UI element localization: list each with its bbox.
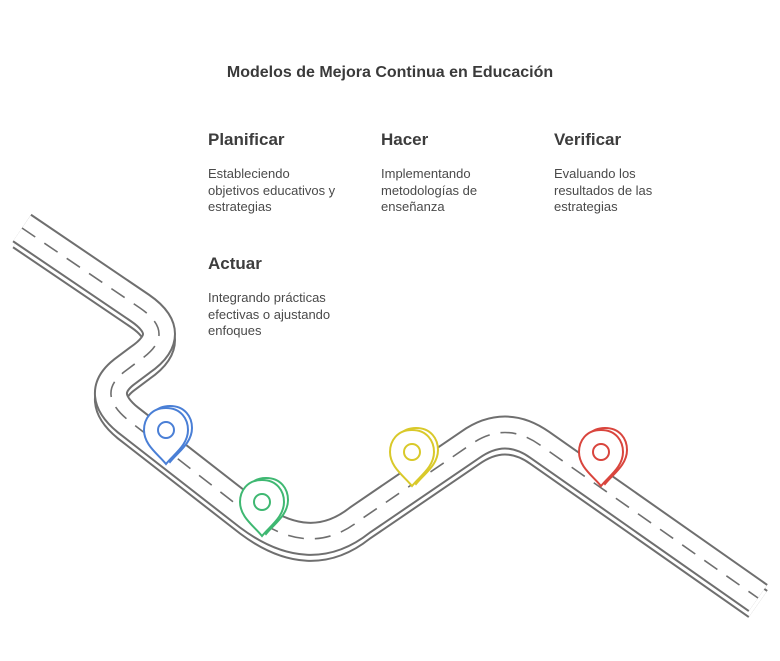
- step-title-hacer: Hacer: [381, 130, 429, 149]
- step-hacer: Hacer Implementando metodologías de ense…: [381, 130, 551, 216]
- step-desc-verificar: Evaluando los resultados de las estrateg…: [554, 166, 653, 214]
- step-planificar: Planificar Estableciendo objetivos educa…: [208, 130, 378, 216]
- step-verificar: Verificar Evaluando los resultados de la…: [554, 130, 724, 216]
- step-title-planificar: Planificar: [208, 130, 285, 149]
- road: [22, 228, 758, 604]
- step-desc-hacer: Implementando metodologías de enseñanza: [381, 166, 478, 214]
- diagram-title: Modelos de Mejora Continua en Educación: [226, 64, 554, 81]
- step-title-verificar: Verificar: [554, 130, 622, 149]
- step-desc-actuar: Integrando prácticas efectivas o ajustan…: [208, 290, 331, 338]
- step-actuar: Actuar Integrando prácticas efectivas o …: [208, 254, 378, 340]
- step-title-actuar: Actuar: [208, 254, 262, 273]
- step-desc-planificar: Estableciendo objetivos educativos y est…: [208, 166, 336, 214]
